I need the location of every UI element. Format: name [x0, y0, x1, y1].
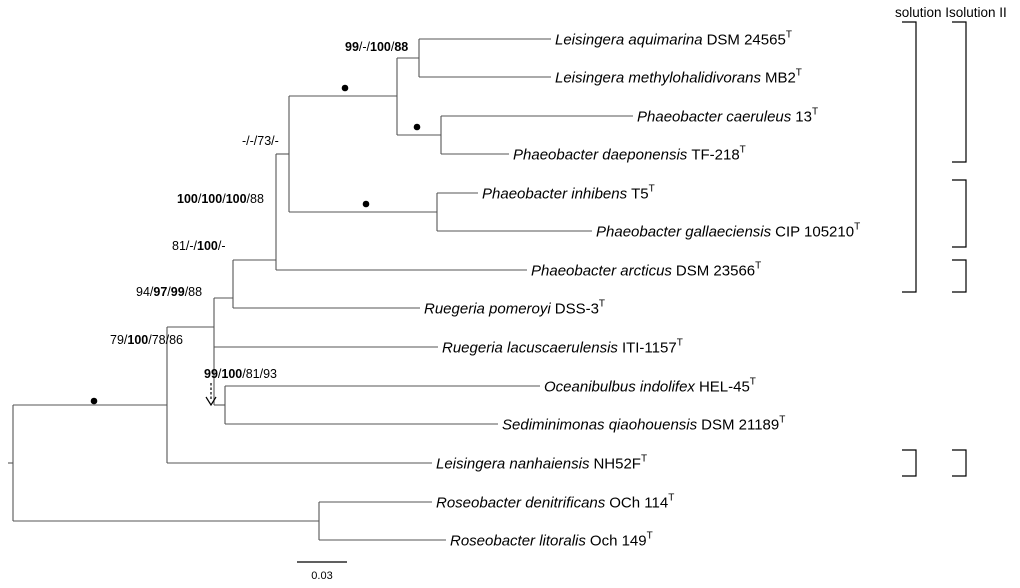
clade-brackets — [902, 21, 967, 477]
node-dot — [90, 397, 98, 405]
support-value-n_core: -/-/73/- — [242, 134, 279, 148]
clade-bracket — [902, 449, 917, 477]
column-header-solution-2: solution II — [949, 5, 1007, 20]
support-value-n_arc: 81/-/100/- — [172, 239, 226, 253]
node-dot — [413, 123, 421, 131]
tree-branches — [8, 38, 633, 541]
support-value-n_leis: 99/-/100/88 — [345, 40, 408, 54]
clade-bracket — [952, 179, 967, 248]
clade-bracket — [952, 449, 967, 477]
clade-bracket — [952, 21, 967, 163]
support-value-n_lac: 79/100/78/86 — [110, 333, 183, 347]
support-value-n_oce: 99/100/81/93 — [204, 367, 277, 381]
node-dot — [362, 200, 370, 208]
clade-bracket — [952, 259, 967, 293]
node-dot — [341, 84, 349, 92]
scale-bar-label: 0.03 — [311, 570, 332, 582]
support-value-n_pom: 94/97/99/88 — [136, 285, 202, 299]
support-value-n_core2: 100/100/100/88 — [177, 192, 264, 206]
scale-bar: 0.03 — [297, 561, 347, 582]
column-headers: solution I solution II — [895, 5, 1007, 20]
arrow-head — [205, 396, 217, 407]
support-values: 99/-/100/88 -/-/73/- 100/100/100/88 81/-/10… — [110, 40, 408, 407]
clade-bracket — [902, 21, 917, 293]
column-header-solution-1: solution I — [895, 5, 949, 20]
node-markers — [90, 84, 421, 405]
